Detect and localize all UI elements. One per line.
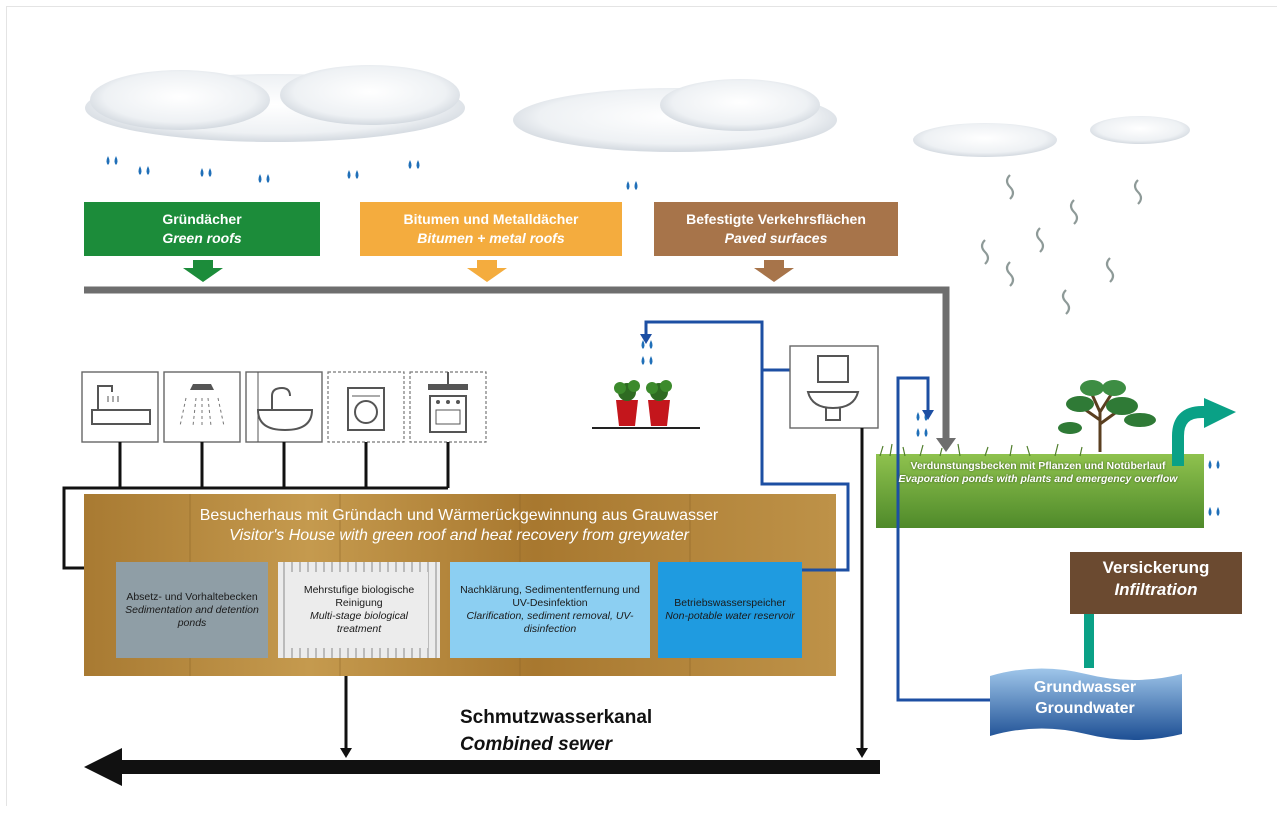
green-roof-label: Gründächer Green roofs <box>84 202 320 256</box>
visitor-house-de: Besucherhaus mit Gründach und Wärmerückg… <box>199 507 719 524</box>
bitumen-roof-de: Bitumen und Metalldächer <box>403 211 579 227</box>
stage-sedimentation-de: Absetz- und Vorhaltebecken <box>126 590 258 603</box>
visitor-house-title: Besucherhaus mit Gründach und Wärmerückg… <box>84 506 834 546</box>
sewer-de: Schmutzwasserkanal <box>460 707 653 728</box>
evaporation-pond-en: Evaporation ponds with plants and emerge… <box>898 473 1178 485</box>
groundwater-pipe <box>896 376 1010 702</box>
bitumen-roof-label: Bitumen und Metalldächer Bitumen + metal… <box>360 202 622 256</box>
infiltration-link <box>1084 614 1094 668</box>
arrow-down-icon <box>183 260 794 282</box>
stage-biological-label: Mehrstufige biologische Reinigung Multi-… <box>290 572 428 648</box>
washing-machine-icon <box>327 371 405 443</box>
stage-reservoir-de: Betriebswasserspeicher <box>674 597 786 609</box>
green-roof-de: Gründächer <box>162 211 242 227</box>
groundwater-de: Grundwasser <box>1033 679 1137 696</box>
groundwater-en: Groundwater <box>1035 700 1135 717</box>
non-potable-pipe <box>644 320 850 572</box>
sewer-en: Combined sewer <box>460 734 613 755</box>
paved-en: Paved surfaces <box>724 230 828 246</box>
diagram-frame <box>6 6 1277 806</box>
overflow-arrow-icon <box>1172 398 1236 466</box>
stage-clarification-en: Clarification, sediment removal, UV-disi… <box>466 610 634 635</box>
stage-reservoir-en: Non-potable water reservoir <box>665 610 795 622</box>
stage-biological-en: Multi-stage biological treatment <box>309 610 409 635</box>
paved-label: Befestigte Verkehrsflächen Paved surface… <box>654 202 898 256</box>
infiltration-en: Infiltration <box>1114 580 1198 599</box>
plant-pots-icon <box>592 380 700 429</box>
sewer-arrow <box>84 748 880 786</box>
toilet-icon <box>789 345 879 429</box>
paved-de: Befestigte Verkehrsflächen <box>686 211 866 227</box>
stage-clarification-label: Nachklärung, Sedimententfernung und UV-D… <box>450 562 650 658</box>
visitor-house-en: Visitor's House with green roof and heat… <box>229 527 689 544</box>
bitumen-roof-en: Bitumen + metal roofs <box>417 230 565 246</box>
stage-sedimentation <box>116 562 268 658</box>
stage-clarification <box>450 562 650 658</box>
sewer-label: Schmutzwasserkanal Combined sewer <box>460 704 780 758</box>
bush-icon <box>1058 380 1156 452</box>
sink-icon <box>245 371 323 443</box>
paved-box <box>654 202 898 256</box>
stage-clarification-de: Nachklärung, Sedimententfernung und UV-D… <box>460 584 640 609</box>
stage-sedimentation-en: Sedimentation and detention ponds <box>125 603 259 629</box>
cloud-icon <box>85 65 465 142</box>
infiltration-de: Versickerung <box>1102 558 1210 577</box>
stove-icon <box>409 371 487 443</box>
bathtub-icon <box>81 371 159 443</box>
cloud-icon <box>513 79 837 152</box>
cloud-icon <box>913 116 1190 157</box>
infiltration-label: Versickerung Infiltration <box>1070 557 1242 601</box>
groundwater-body <box>990 668 1182 740</box>
evaporation-pond <box>876 454 1204 528</box>
stage-sedimentation-label: Absetz- und Vorhaltebecken Sedimentation… <box>116 562 268 658</box>
stage-reservoir-label: Betriebswasserspeicher Non-potable water… <box>658 562 802 658</box>
green-roof-box <box>84 202 320 256</box>
infiltration-box <box>1070 552 1242 614</box>
bitumen-roof-box <box>360 202 622 256</box>
runoff-pipe <box>84 286 950 440</box>
groundwater-label: Grundwasser Groundwater <box>990 677 1180 719</box>
evaporation-pond-de: Verdunstungsbecken mit Pflanzen und Notü… <box>910 460 1166 472</box>
shower-icon <box>163 371 241 443</box>
evaporation-pond-label: Verdunstungsbecken mit Pflanzen und Notü… <box>878 460 1198 486</box>
green-roof-en: Green roofs <box>162 230 242 246</box>
evaporation-icon <box>980 174 1143 315</box>
stage-biological-de: Mehrstufige biologische Reinigung <box>303 584 415 609</box>
stage-reservoir <box>658 562 802 658</box>
